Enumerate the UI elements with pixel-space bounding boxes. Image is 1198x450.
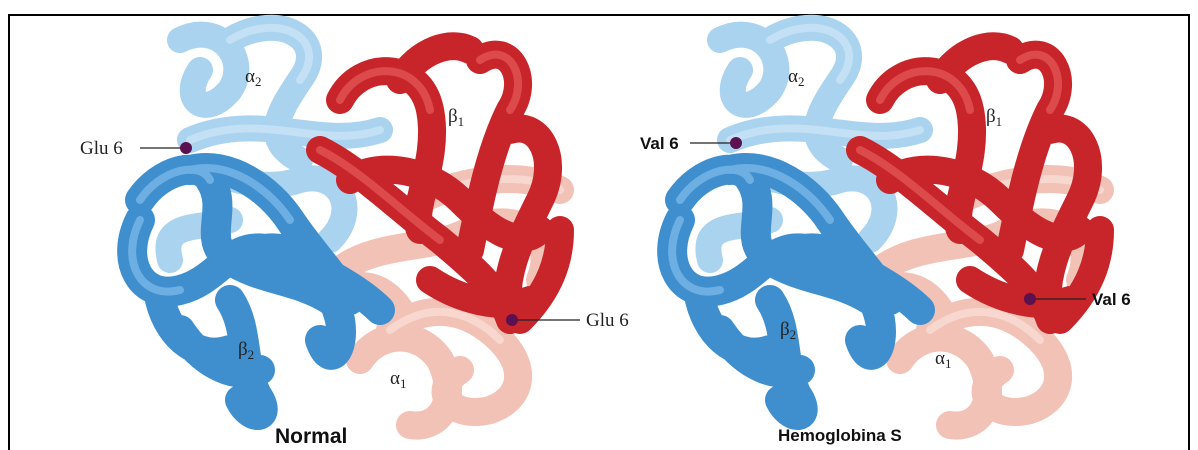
panel-hemoglobina-s: α2 β1 β2 α1 Val 6 Val 6 Hemoglobina S	[640, 28, 1131, 445]
caption-normal: Normal	[275, 425, 347, 448]
label-beta1: β1	[986, 106, 1002, 129]
panel-normal: α2 β1 β2 α1 Glu 6 Glu 6 Normal	[80, 28, 629, 448]
caption-hemoglobina-s: Hemoglobina S	[778, 426, 902, 445]
label-alpha1: α1	[390, 368, 406, 391]
mutation-marker-bottom	[1024, 293, 1036, 305]
marker-label-bottom: Glu 6	[586, 310, 629, 331]
mutation-marker-bottom	[506, 314, 518, 326]
marker-label-top: Glu 6	[80, 138, 123, 159]
marker-label-top: Val 6	[640, 134, 679, 153]
marker-label-bottom: Val 6	[1092, 290, 1131, 309]
label-alpha2: α2	[245, 66, 261, 89]
label-beta1: β1	[448, 106, 464, 129]
mutation-marker-top	[180, 142, 192, 154]
label-alpha2: α2	[788, 66, 804, 89]
mutation-marker-top	[730, 137, 742, 149]
